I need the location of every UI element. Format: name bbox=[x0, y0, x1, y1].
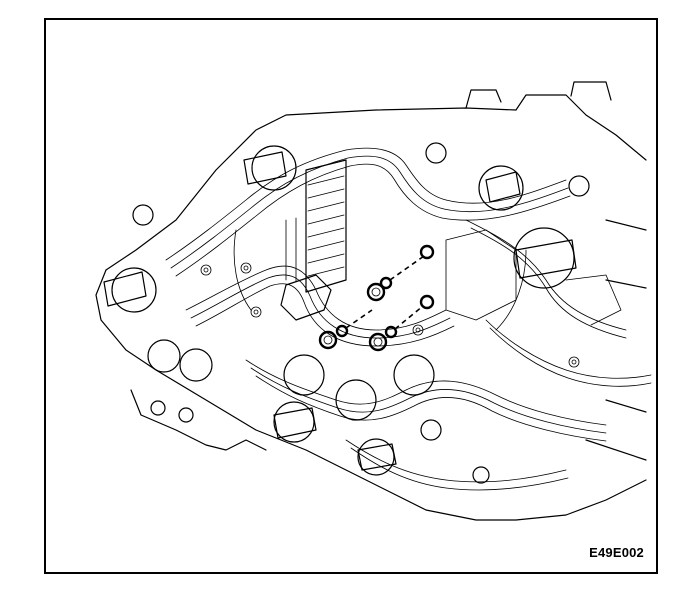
diagram-frame: E49E002 bbox=[44, 18, 658, 574]
accumulator-spring bbox=[280, 159, 347, 321]
valve-body-outline bbox=[95, 81, 647, 521]
right-side-details bbox=[445, 219, 647, 461]
valve-bores bbox=[103, 145, 577, 476]
check-balls bbox=[318, 244, 435, 352]
oil-channels bbox=[165, 147, 652, 491]
valve-body-illustration bbox=[95, 81, 652, 521]
figure-code: E49E002 bbox=[589, 545, 644, 560]
bolt-holes bbox=[132, 142, 590, 484]
